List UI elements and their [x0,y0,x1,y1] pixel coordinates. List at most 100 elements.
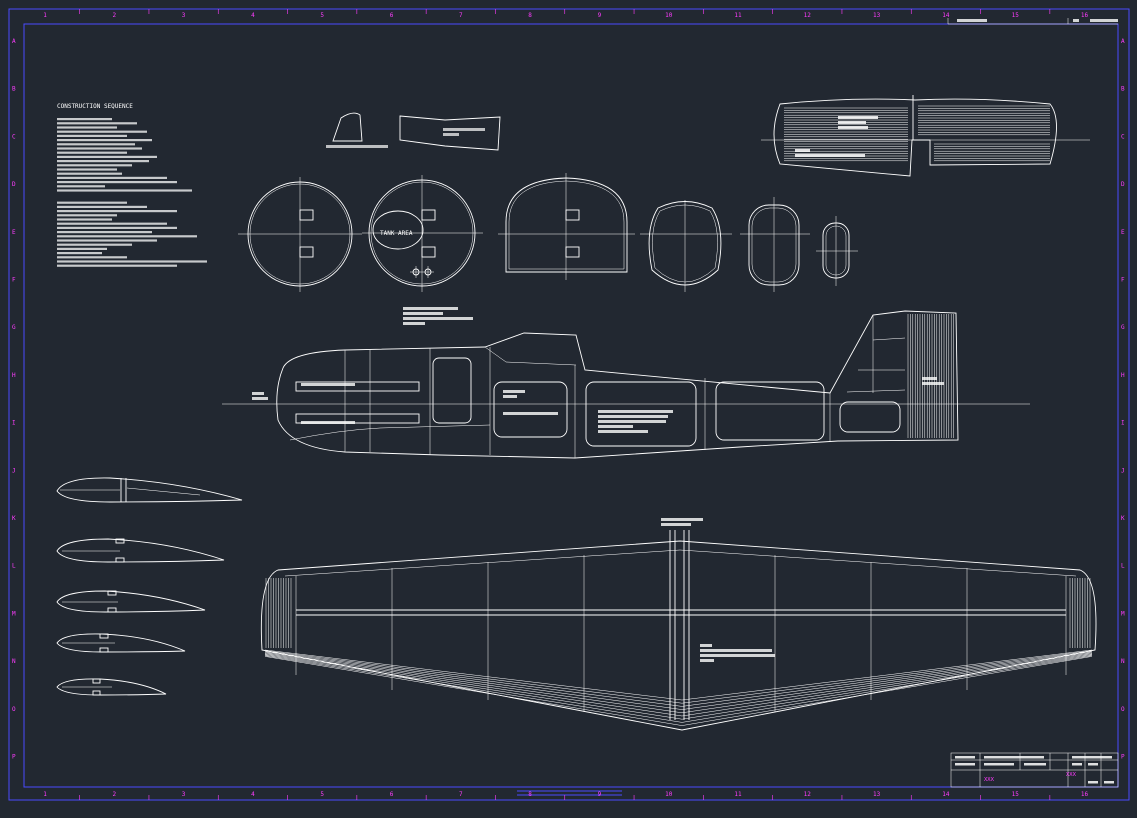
note-line [57,189,192,192]
row-label: J [12,467,16,474]
tank-area-label: TANK AREA [380,230,413,237]
note-line [57,243,132,246]
note-line [57,185,105,188]
row-label: B [12,86,16,93]
column-label: 9 [598,791,602,798]
row-label: N [12,658,16,665]
row-label: H [1121,372,1125,379]
row-label: A [12,38,16,45]
row-label: B [1121,86,1125,93]
fin-hatching [907,314,954,438]
row-label: E [12,229,16,236]
column-label: 3 [182,791,186,798]
notes-text-lines [57,118,207,267]
column-label: 2 [112,791,116,798]
column-label: 14 [942,791,950,798]
column-label: 8 [528,791,532,798]
notes-title: CONSTRUCTION SEQUENCE [57,103,133,110]
column-label: 7 [459,12,463,19]
wing-hatching [264,578,1093,726]
row-label: O [12,706,16,713]
row-label: K [1121,515,1125,522]
note-line [57,151,127,154]
note-line [57,176,167,179]
row-label: H [12,372,16,379]
column-label: 12 [804,791,812,798]
row-label: G [1121,324,1125,331]
column-label: 10 [665,791,673,798]
hatch-line [264,656,1093,726]
row-label: C [1121,133,1125,140]
note-line [57,201,127,204]
column-label: 15 [1012,12,1020,19]
note-line [57,139,152,142]
note-line [57,252,102,255]
row-label: N [1121,658,1125,665]
column-label: 13 [873,791,881,798]
column-label: 16 [1081,791,1089,798]
hatch-line [264,655,1093,723]
title-block-placeholder-b: XXX [1066,772,1077,778]
column-label: 5 [320,791,324,798]
row-label: D [12,181,16,188]
hatch-line [264,650,1093,704]
note-line [57,155,157,158]
hatch-line [264,654,1093,720]
hatch-line [264,651,1093,707]
hatch-line [264,652,1093,714]
sheet-frame [8,8,1130,801]
column-label: 6 [390,12,394,19]
note-line [57,210,177,213]
note-line [57,168,117,171]
horizontal-stabilizer [761,95,1090,177]
column-label: 5 [320,12,324,19]
row-label: D [1121,181,1125,188]
note-line [57,122,137,125]
note-line [57,247,107,250]
column-label: 13 [873,12,881,19]
column-label: 12 [804,12,812,19]
row-label: E [1121,229,1125,236]
row-label: O [1121,706,1125,713]
column-label: 15 [1012,791,1020,798]
column-label: 8 [528,12,532,19]
column-label: 1 [43,12,47,19]
column-label: 14 [942,12,950,19]
note-line [57,126,117,129]
row-label: F [12,277,16,284]
column-label: 11 [734,791,742,798]
column-label: 3 [182,12,186,19]
note-line [57,260,207,263]
row-label: L [12,563,16,570]
title-block-placeholder-a: XXX [984,777,995,783]
note-line [57,235,197,238]
note-line [57,214,117,217]
column-label: 11 [734,12,742,19]
column-label: 10 [665,12,673,19]
construction-notes: CONSTRUCTION SEQUENCE [57,103,207,267]
stabilizer-hatching [784,105,1050,162]
note-line [57,143,135,146]
fuselage-side-view [222,310,1030,459]
note-line [57,205,147,208]
note-line [57,231,152,234]
row-label: F [1121,277,1125,284]
row-label: I [12,420,16,427]
wing-ribs [56,477,243,696]
column-label: 7 [459,791,463,798]
row-label: J [1121,467,1125,474]
column-label: 2 [112,12,116,19]
hatch-line [264,653,1093,717]
column-label: 16 [1081,12,1089,19]
note-line [57,118,112,121]
wing-plan-view [260,518,1097,731]
row-label: M [12,610,16,617]
note-line [57,222,167,225]
row-label: M [1121,610,1125,617]
